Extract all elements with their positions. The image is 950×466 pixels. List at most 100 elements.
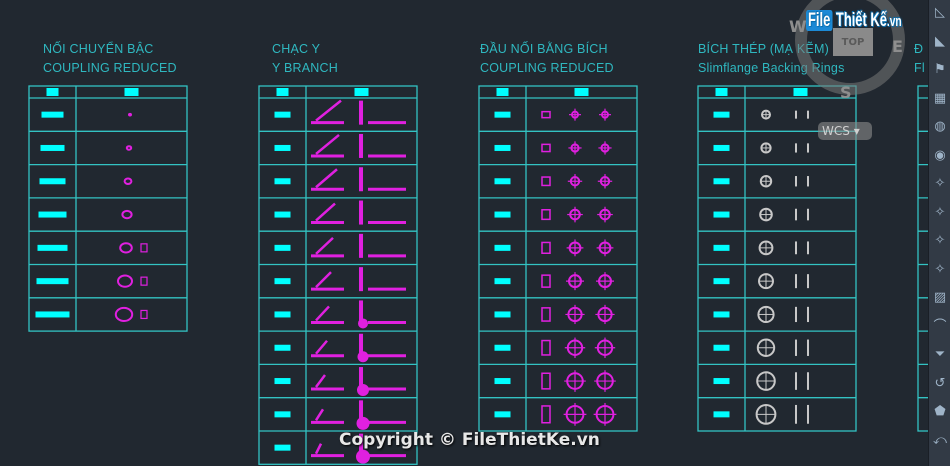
point-a-icon[interactable]: ✧ <box>934 204 946 220</box>
table-border <box>258 85 418 465</box>
globe-grid-icon[interactable]: ◍ <box>934 119 946 134</box>
row-code-mark <box>274 111 291 118</box>
reducer-side-symbol <box>140 276 148 286</box>
reducer-symbol <box>114 306 134 323</box>
row-code-mark <box>494 244 511 251</box>
reducer-side-symbol <box>140 243 148 253</box>
row-code-mark <box>494 344 511 351</box>
row-code-mark <box>274 311 291 318</box>
row-code-mark <box>40 144 65 151</box>
flange-side <box>541 176 551 187</box>
row-code-mark <box>274 244 291 251</box>
row-code-mark <box>494 378 511 385</box>
ybranch-leg <box>315 133 340 155</box>
chevron-down-icon: ▾ <box>853 124 860 138</box>
layout-grid-icon[interactable]: ▦ <box>933 90 947 106</box>
point-circle-icon[interactable]: ✧ <box>934 261 946 277</box>
point-select-icon[interactable]: ✧ <box>934 233 946 248</box>
copyright-watermark: Copyright © FileThietKe.vn <box>339 430 600 450</box>
section-icon[interactable]: ◣ <box>935 33 945 49</box>
header-cell-mark <box>715 88 728 96</box>
ybranch-leg <box>315 202 336 222</box>
table-border <box>28 85 188 332</box>
flange-side <box>541 209 551 221</box>
cad-table-1 <box>28 85 188 332</box>
row-code-mark <box>41 111 64 118</box>
row-code-mark <box>713 344 730 351</box>
ybranch-end <box>356 416 370 430</box>
ybranch-leg <box>315 271 332 289</box>
row-code-mark <box>494 411 511 418</box>
undo-arc-icon[interactable]: ↺ <box>934 375 946 391</box>
row-code-mark <box>274 211 291 218</box>
ybranch-end <box>358 318 368 329</box>
row-code-mark <box>494 211 511 218</box>
reducer-symbol <box>128 112 132 117</box>
row-code-mark <box>494 311 511 318</box>
row-code-mark <box>274 178 291 185</box>
row-code-mark <box>713 111 730 118</box>
row-code-mark <box>494 178 511 185</box>
reducer-symbol <box>125 145 133 151</box>
ybranch-leg <box>315 168 338 189</box>
cad-table-2 <box>258 85 418 465</box>
image-icon[interactable]: ▨ <box>933 290 947 305</box>
row-code-mark <box>38 211 67 218</box>
header-cell-mark <box>354 88 369 96</box>
flange-side <box>541 143 551 153</box>
compass-west[interactable]: W <box>789 17 807 36</box>
header-cell-mark <box>46 88 59 96</box>
ybranch-leg <box>315 374 326 388</box>
reducer-symbol <box>121 209 133 220</box>
reducer-side-symbol <box>140 309 148 320</box>
right-toolbar: ◺ ◣ ⚑ ▦ ◍ ◉ ✧ ✧ ✧ ✧ ▨ ⌒ ⏷ ↺ ⬟ ⤺ <box>928 0 950 466</box>
ybranch-end <box>356 449 370 464</box>
compass-south[interactable]: S <box>840 83 852 102</box>
globe-icon[interactable]: ◉ <box>934 147 946 163</box>
reducer-symbol <box>119 242 133 254</box>
row-code-mark <box>713 278 730 285</box>
header-cell-mark <box>574 88 589 96</box>
row-code-mark <box>713 378 730 385</box>
header-cell-mark <box>496 88 509 96</box>
ybranch-leg <box>314 408 325 422</box>
pin-icon[interactable]: ⌒ <box>933 318 947 334</box>
flange-side <box>541 241 551 254</box>
point-arc-icon[interactable]: ⤺ <box>933 432 947 448</box>
viewcube-top[interactable]: TOP <box>833 28 873 56</box>
ybranch-leg <box>315 99 342 122</box>
ucs-menu[interactable]: WCS ▾ <box>818 122 872 140</box>
shape-icon[interactable]: ⬟ <box>934 404 946 419</box>
ucs-label: WCS <box>822 124 850 138</box>
ybranch-leg <box>315 236 334 255</box>
row-code-mark <box>713 244 730 251</box>
reducer-symbol <box>117 274 133 288</box>
row-code-mark <box>274 278 291 285</box>
measure-icon[interactable]: ◺ <box>935 5 945 20</box>
row-code-mark <box>713 411 730 418</box>
header-cell-mark <box>276 88 289 96</box>
row-code-mark <box>274 144 291 151</box>
filter-icon[interactable]: ⏷ <box>934 347 946 362</box>
cad-table-4 <box>697 85 857 432</box>
row-code-mark <box>37 244 68 251</box>
row-code-mark <box>35 311 70 318</box>
flag-icon[interactable]: ⚑ <box>934 62 946 77</box>
row-code-mark <box>713 178 730 185</box>
flange-side <box>541 307 551 322</box>
ybranch-end <box>357 351 369 363</box>
row-code-mark <box>39 178 66 185</box>
point-hash-icon[interactable]: ✧ <box>934 176 946 191</box>
compass-east[interactable]: E <box>892 37 903 56</box>
row-code-mark <box>274 378 291 385</box>
flange-side <box>541 339 551 356</box>
cad-table-3 <box>478 85 638 432</box>
watermark-logo: File Thiết Kế.vn <box>806 10 902 33</box>
flange-side <box>541 372 551 390</box>
ybranch-leg <box>315 339 328 355</box>
ybranch-leg <box>314 443 323 455</box>
